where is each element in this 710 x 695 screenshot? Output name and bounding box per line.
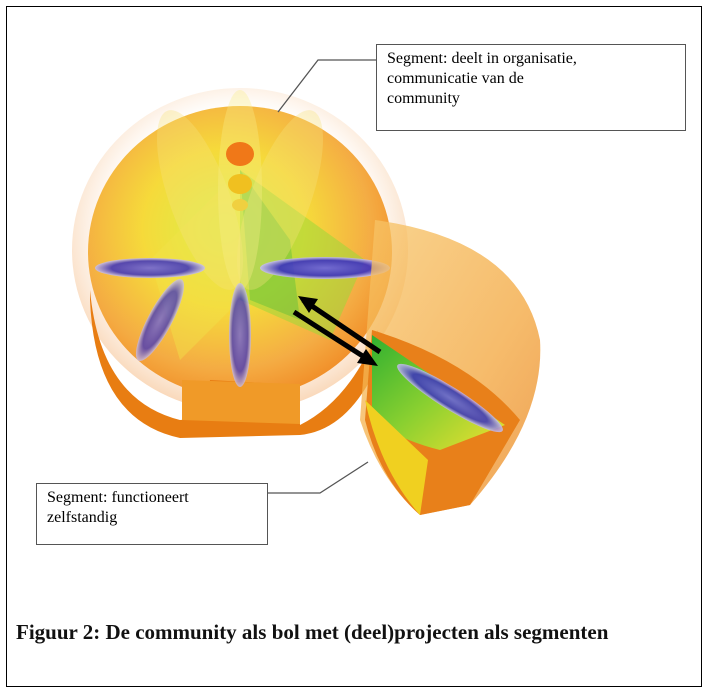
leader-line-top — [277, 59, 376, 113]
project-discs — [95, 257, 390, 387]
callout-organisation-segment: Segment: deelt in organisatie, communica… — [376, 44, 686, 131]
detached-segment — [360, 220, 541, 515]
leader-line-bottom — [268, 461, 369, 494]
figure-caption: Figuur 2: De community als bol met (deel… — [16, 620, 609, 644]
sphere-pole — [226, 142, 254, 211]
connection-arrows — [292, 296, 382, 366]
callout-independent-segment: Segment: functioneert zelfstandig — [36, 483, 268, 545]
